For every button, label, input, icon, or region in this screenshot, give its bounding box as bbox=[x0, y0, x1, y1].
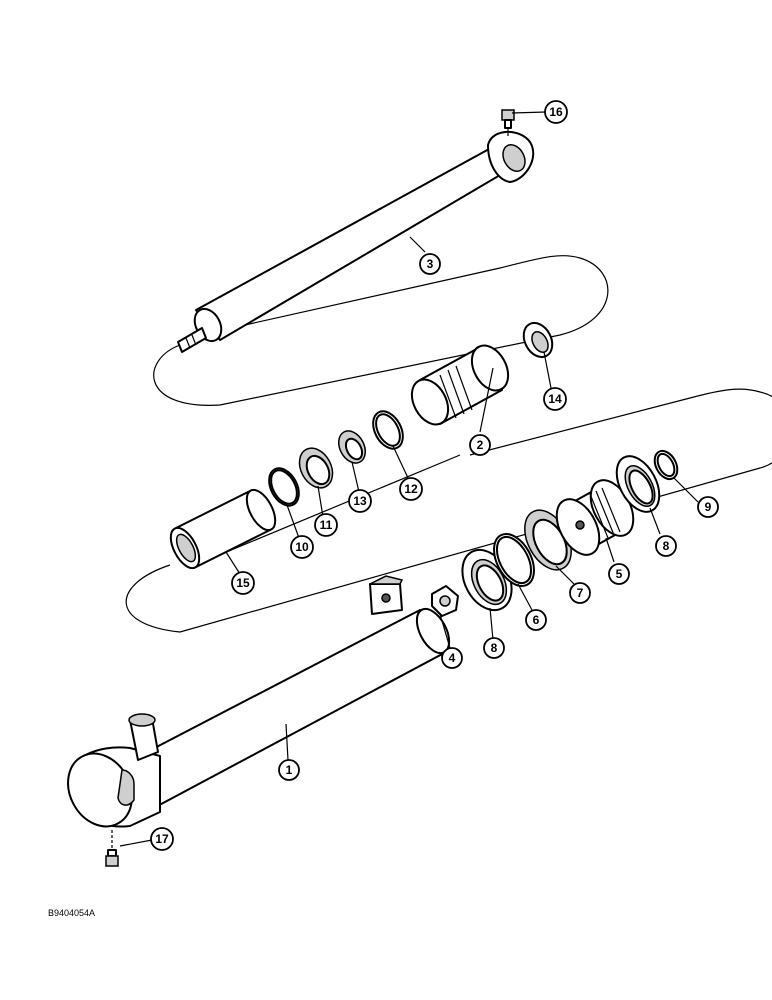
svg-text:8: 8 bbox=[663, 539, 670, 553]
grease-fitting-bottom bbox=[105, 830, 119, 867]
leader-lines bbox=[119, 111, 699, 847]
callout-16: 16 bbox=[544, 100, 568, 124]
o-ring-9 bbox=[653, 449, 679, 481]
callout-13: 13 bbox=[348, 489, 372, 513]
svg-text:1: 1 bbox=[286, 763, 293, 777]
callout-9: 9 bbox=[697, 496, 719, 518]
svg-text:3: 3 bbox=[427, 257, 434, 271]
callout-1: 1 bbox=[278, 759, 300, 781]
svg-text:2: 2 bbox=[477, 438, 484, 452]
callout-7: 7 bbox=[569, 582, 591, 604]
callout-8-front: 8 bbox=[483, 637, 505, 659]
backup-ring-6 bbox=[493, 533, 535, 587]
svg-text:5: 5 bbox=[616, 567, 623, 581]
svg-text:13: 13 bbox=[353, 494, 367, 508]
svg-text:12: 12 bbox=[404, 482, 418, 496]
callout-11: 11 bbox=[314, 513, 338, 537]
grease-fitting-top bbox=[501, 109, 515, 138]
callout-17: 17 bbox=[150, 827, 174, 851]
lock-nut bbox=[431, 585, 459, 617]
svg-text:10: 10 bbox=[295, 540, 309, 554]
callout-10: 10 bbox=[290, 535, 314, 559]
callout-8-rear: 8 bbox=[655, 535, 677, 557]
piston-rod bbox=[177, 130, 535, 353]
rod-wiper-seal bbox=[522, 321, 554, 359]
svg-text:17: 17 bbox=[155, 832, 169, 846]
svg-text:11: 11 bbox=[320, 518, 333, 532]
svg-text:9: 9 bbox=[705, 500, 712, 514]
cylinder-barrel bbox=[67, 575, 451, 828]
cylinder-group-loop bbox=[125, 388, 772, 633]
callout-2: 2 bbox=[469, 434, 491, 456]
o-ring-10 bbox=[268, 467, 300, 507]
reference-code: B9404054A bbox=[48, 908, 95, 918]
svg-text:16: 16 bbox=[549, 105, 563, 119]
callout-3: 3 bbox=[419, 253, 441, 275]
svg-text:4: 4 bbox=[449, 651, 456, 665]
svg-text:6: 6 bbox=[533, 613, 540, 627]
svg-text:7: 7 bbox=[577, 586, 584, 600]
callout-14: 14 bbox=[543, 387, 567, 411]
svg-text:15: 15 bbox=[236, 576, 250, 590]
spacer-tube bbox=[169, 488, 277, 570]
backup-ring-13 bbox=[337, 430, 367, 464]
wear-ring-8-rear bbox=[615, 455, 661, 513]
rod-group-loop bbox=[153, 255, 609, 406]
callout-6: 6 bbox=[525, 609, 547, 631]
callout-5: 5 bbox=[608, 563, 630, 585]
callout-12: 12 bbox=[399, 477, 423, 501]
seal-11 bbox=[298, 447, 334, 489]
svg-text:14: 14 bbox=[548, 392, 562, 406]
callout-15: 15 bbox=[231, 571, 255, 595]
o-ring-12 bbox=[372, 410, 404, 450]
gland bbox=[410, 344, 510, 426]
svg-text:8: 8 bbox=[491, 641, 498, 655]
callout-4: 4 bbox=[441, 647, 463, 669]
